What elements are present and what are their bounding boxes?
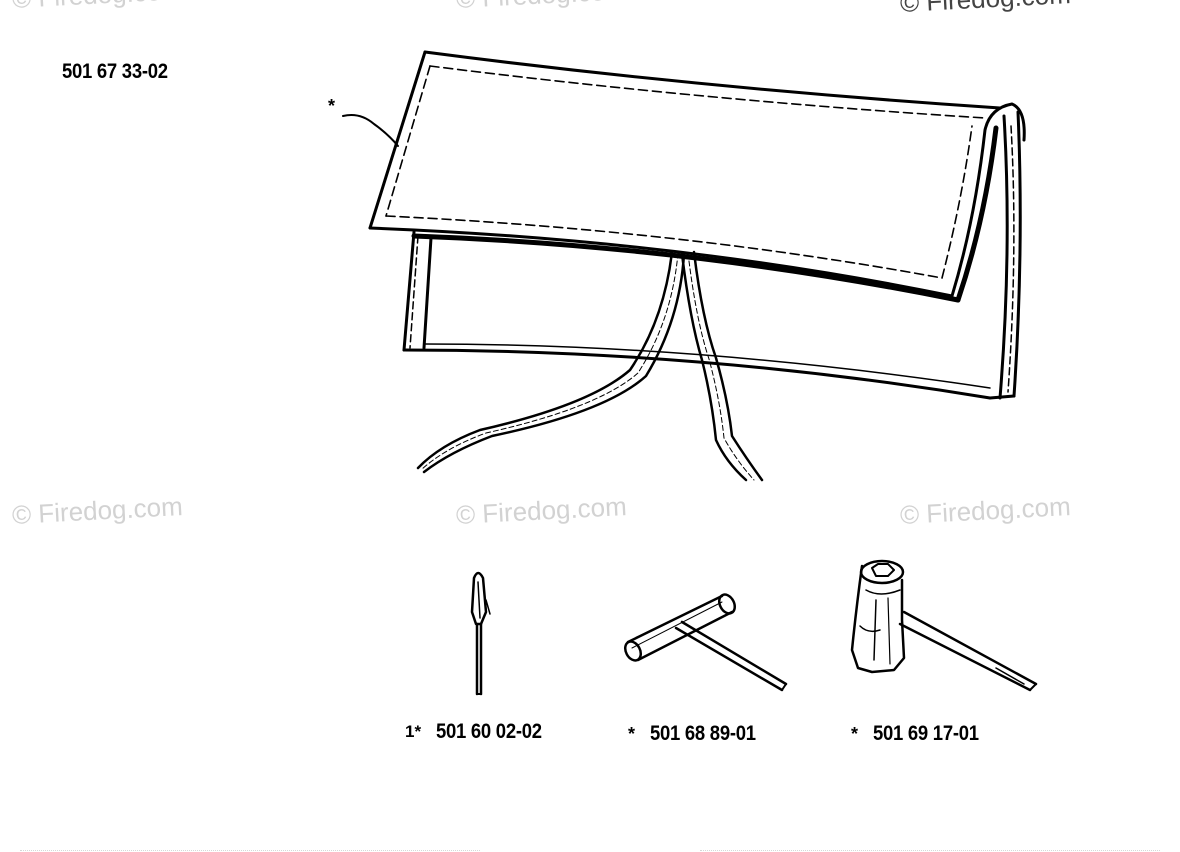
bottom-divider-left bbox=[20, 850, 480, 851]
screwdriver-part-number: 501 60 02-02 bbox=[436, 720, 542, 743]
t-wrench-part-number: 501 68 89-01 bbox=[650, 722, 756, 745]
tool-bag-callout-mark: * bbox=[328, 96, 336, 116]
combination-wrench-prefix: * bbox=[851, 724, 859, 744]
screwdriver-drawing bbox=[470, 571, 491, 696]
t-wrench-drawing bbox=[623, 593, 788, 692]
bottom-divider-right bbox=[700, 850, 1160, 851]
screwdriver-prefix: 1* bbox=[405, 722, 422, 741]
combination-wrench-drawing bbox=[850, 559, 1038, 692]
t-wrench-prefix: * bbox=[628, 724, 636, 744]
tool-bag-part-number: 501 67 33-02 bbox=[62, 60, 168, 83]
combination-wrench-part-number: 501 69 17-01 bbox=[873, 722, 979, 745]
tool-bag-drawing bbox=[342, 50, 1026, 482]
